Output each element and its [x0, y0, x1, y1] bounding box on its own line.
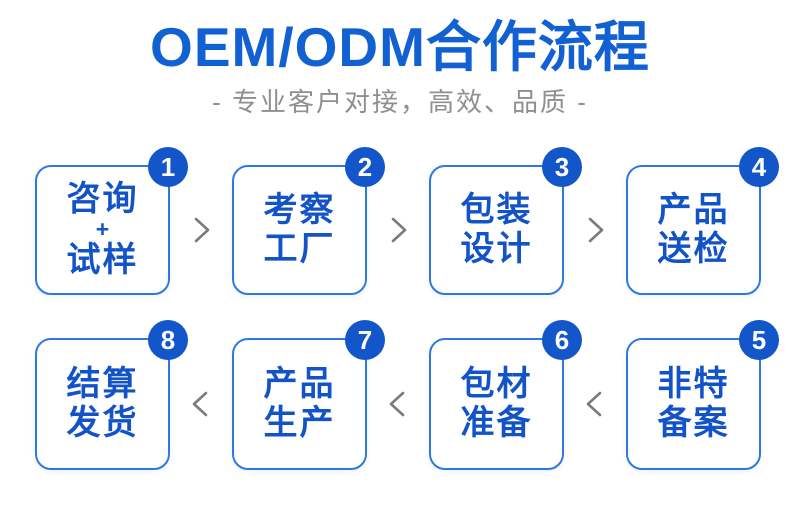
- step-label-line: 产品: [263, 365, 336, 404]
- step-label-line: 咨询: [66, 180, 139, 219]
- step-label-line: 准备: [460, 404, 533, 442]
- step-label-line: 产品: [657, 191, 730, 230]
- arrow-left-icon: [183, 384, 219, 424]
- step-box-6: 6 包材 准备: [429, 320, 582, 470]
- step-label: 考察 工厂: [264, 191, 336, 269]
- step-label-line: 试样: [66, 240, 139, 279]
- step-label: 咨询 + 试样: [67, 180, 139, 279]
- step-label-line: 生产: [263, 404, 336, 442]
- step-label: 产品 生产: [264, 365, 336, 443]
- step-label: 包材 准备: [461, 365, 533, 443]
- arrow-right-icon: [183, 210, 219, 250]
- step-label-line: 备案: [657, 404, 730, 442]
- step-number-badge: 8: [148, 320, 188, 360]
- step-label: 包装 设计: [461, 191, 533, 269]
- step-box-2: 2 考察 工厂: [232, 147, 385, 295]
- step-label-line: 结算: [66, 365, 139, 404]
- step-number-badge: 6: [542, 320, 582, 360]
- step-label: 非特 备案: [658, 365, 730, 443]
- arrow-right-icon: [577, 210, 613, 250]
- step-label-line: 发货: [66, 404, 139, 442]
- step-box-5: 5 非特 备案: [626, 320, 779, 470]
- step-box-8: 8 结算 发货: [35, 320, 188, 470]
- arrow-left-icon: [380, 384, 416, 424]
- step-number-badge: 3: [542, 147, 582, 187]
- step-label: 结算 发货: [67, 365, 139, 443]
- step-label-line: +: [95, 216, 110, 243]
- step-label-line: 送检: [657, 230, 730, 268]
- step-label-line: 考察: [263, 191, 336, 230]
- arrow-right-icon: [380, 210, 416, 250]
- step-box-1: 1 咨询 + 试样: [35, 147, 188, 295]
- step-number-badge: 2: [345, 147, 385, 187]
- page-title: OEM/ODM合作流程: [150, 16, 650, 78]
- step-label-line: 设计: [460, 230, 533, 268]
- step-label: 产品 送检: [658, 191, 730, 269]
- step-number-badge: 7: [345, 320, 385, 360]
- step-label-line: 非特: [657, 365, 730, 404]
- arrow-left-icon: [577, 384, 613, 424]
- step-number-badge: 5: [739, 320, 779, 360]
- step-box-7: 7 产品 生产: [232, 320, 385, 470]
- step-label-line: 包材: [460, 365, 533, 404]
- step-number-badge: 1: [148, 147, 188, 187]
- step-box-3: 3 包装 设计: [429, 147, 582, 295]
- step-label-line: 工厂: [263, 230, 336, 268]
- page-subtitle: - 专业客户对接，高效、品质 -: [212, 86, 588, 117]
- step-number-badge: 4: [739, 147, 779, 187]
- step-label-line: 包装: [460, 191, 533, 230]
- step-box-4: 4 产品 送检: [626, 147, 779, 295]
